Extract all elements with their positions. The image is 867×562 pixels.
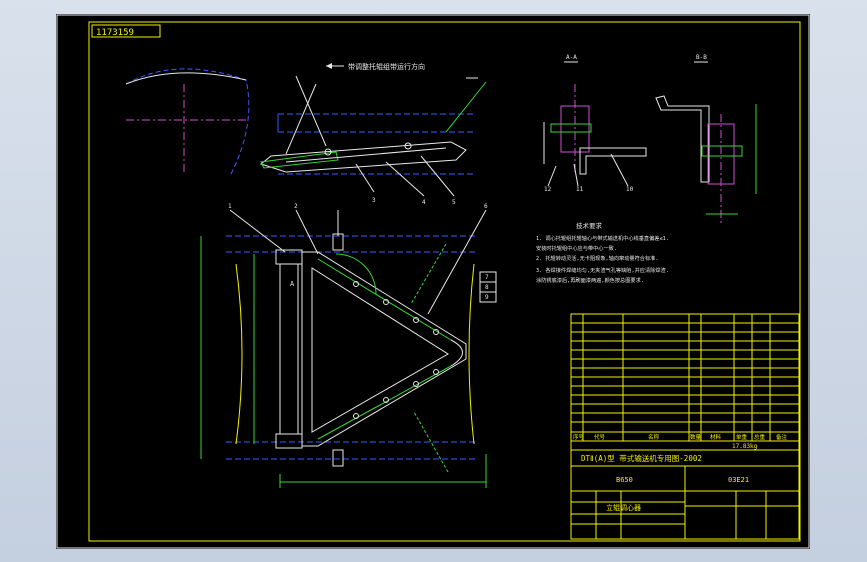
hole-3 <box>413 317 419 323</box>
section-b-bracket <box>655 95 710 183</box>
triangle-frame-outer <box>301 251 467 447</box>
drawing-canvas: 1173159 带调整托辊组带运行方向 <box>56 14 810 549</box>
bom-h-name: 名称 <box>648 433 660 441</box>
bom-h-mat: 材料 <box>710 433 722 441</box>
inner-frame <box>88 21 801 542</box>
roller-axis-plan <box>445 81 487 133</box>
balloon-1: 1 <box>228 203 232 210</box>
ref-number-box <box>91 24 161 38</box>
leader-6 <box>420 155 455 197</box>
bom-h-code: 代号 <box>594 433 606 441</box>
view-letter: A <box>290 280 295 288</box>
part-name: 立辊调心器 <box>606 503 641 512</box>
hole-2 <box>383 299 389 305</box>
balloon-11: 11 <box>576 186 584 193</box>
drawing-sheet[interactable]: 1173159 带调整托辊组带运行方向 <box>56 14 810 549</box>
tech-req-line-3: 2. 托辊转动灵活,无卡阻现象,轴向窜动量符合标准. <box>536 254 659 262</box>
leader-10 <box>610 153 629 187</box>
hole-1 <box>353 281 359 287</box>
belt-arc <box>125 68 250 175</box>
balloon-9: 9 <box>485 294 489 301</box>
bom-h-no: 序号 <box>573 433 585 441</box>
bom-h-total: 总重 <box>754 433 766 441</box>
leader-2 <box>295 209 319 255</box>
vertical-post <box>279 263 299 435</box>
ref-number: 1173159 <box>96 28 134 38</box>
tech-req-line-2: 安装时托辊组中心应与带中心一致. <box>536 244 617 252</box>
width-code: B650 <box>616 476 633 484</box>
bom-h-qty: 数量 <box>690 433 702 441</box>
flag-box-3 <box>479 291 497 303</box>
total-weight: 17.83kg <box>732 443 758 450</box>
tech-req-title: 技术要求 <box>576 221 603 230</box>
section-a-shaft <box>550 123 592 133</box>
title-block <box>570 440 800 540</box>
arm-plan <box>260 151 339 169</box>
leader-6b <box>427 209 487 315</box>
leader-5 <box>385 161 425 197</box>
arrow-head <box>326 63 332 69</box>
conveyor-edge-right <box>468 263 475 445</box>
leader-roughness-1 <box>285 83 317 155</box>
pin-2 <box>404 142 412 150</box>
roller-lower <box>413 411 449 473</box>
triangle-frame-inner <box>311 267 449 433</box>
leader-roughness-2 <box>295 75 327 147</box>
hole-8 <box>433 369 439 375</box>
tech-req-line-4: 3. 各焊接件焊缝均匀,无夹渣气孔等缺陷,并应清除焊渣. <box>536 266 669 274</box>
hole-7 <box>413 381 419 387</box>
roller-holder-bottom <box>332 449 344 467</box>
balloon-4: 4 <box>422 199 426 206</box>
section-b-label: B-B <box>696 54 707 61</box>
hole-6 <box>383 397 389 403</box>
roller-top-line <box>125 72 247 85</box>
hole-5 <box>353 413 359 419</box>
balloon-6: 6 <box>484 203 488 210</box>
bom-table <box>570 313 800 442</box>
callout-note: 带调整托辊组带运行方向 <box>348 62 425 71</box>
frame-bend <box>450 339 463 367</box>
arm-centerline <box>285 147 447 163</box>
tech-req-line-5: 涂防锈底漆后,再刷面漆两遍,颜色按总图要求. <box>536 276 644 284</box>
balloon-8: 8 <box>485 284 489 291</box>
balloon-7: 7 <box>485 274 489 281</box>
bracket-plan <box>259 141 467 173</box>
balloon-12: 12 <box>544 186 552 193</box>
section-a-angle <box>579 147 647 175</box>
bom-h-unit: 单重 <box>736 433 748 441</box>
leader-12 <box>547 165 557 187</box>
tech-req-line-1: 1. 调心托辊组托辊轴心与带式输送机中心线垂直偏差≤1. <box>536 234 669 242</box>
conveyor-edge-left <box>235 263 243 445</box>
leader-4 <box>355 163 375 193</box>
roller-upper <box>410 243 447 305</box>
series-title: DTⅡ(A)型 带式输送机专用图-2002 <box>581 453 702 463</box>
arc-upper <box>335 253 377 295</box>
balloon-2: 2 <box>294 203 298 210</box>
leader-11 <box>573 163 579 187</box>
bearing-seat-bottom <box>275 433 303 449</box>
drawing-code: 03E21 <box>728 476 749 484</box>
balloon-10: 10 <box>626 186 634 193</box>
balloon-3: 3 <box>372 197 376 204</box>
outer-border <box>56 14 810 549</box>
section-b-shaft <box>701 145 743 157</box>
section-a-label: A-A <box>566 54 577 61</box>
hole-4 <box>433 329 439 335</box>
leader-1 <box>229 209 286 253</box>
bom-h-remark: 备注 <box>776 433 788 441</box>
balloon-5: 5 <box>452 199 456 206</box>
pin-1 <box>324 148 332 156</box>
